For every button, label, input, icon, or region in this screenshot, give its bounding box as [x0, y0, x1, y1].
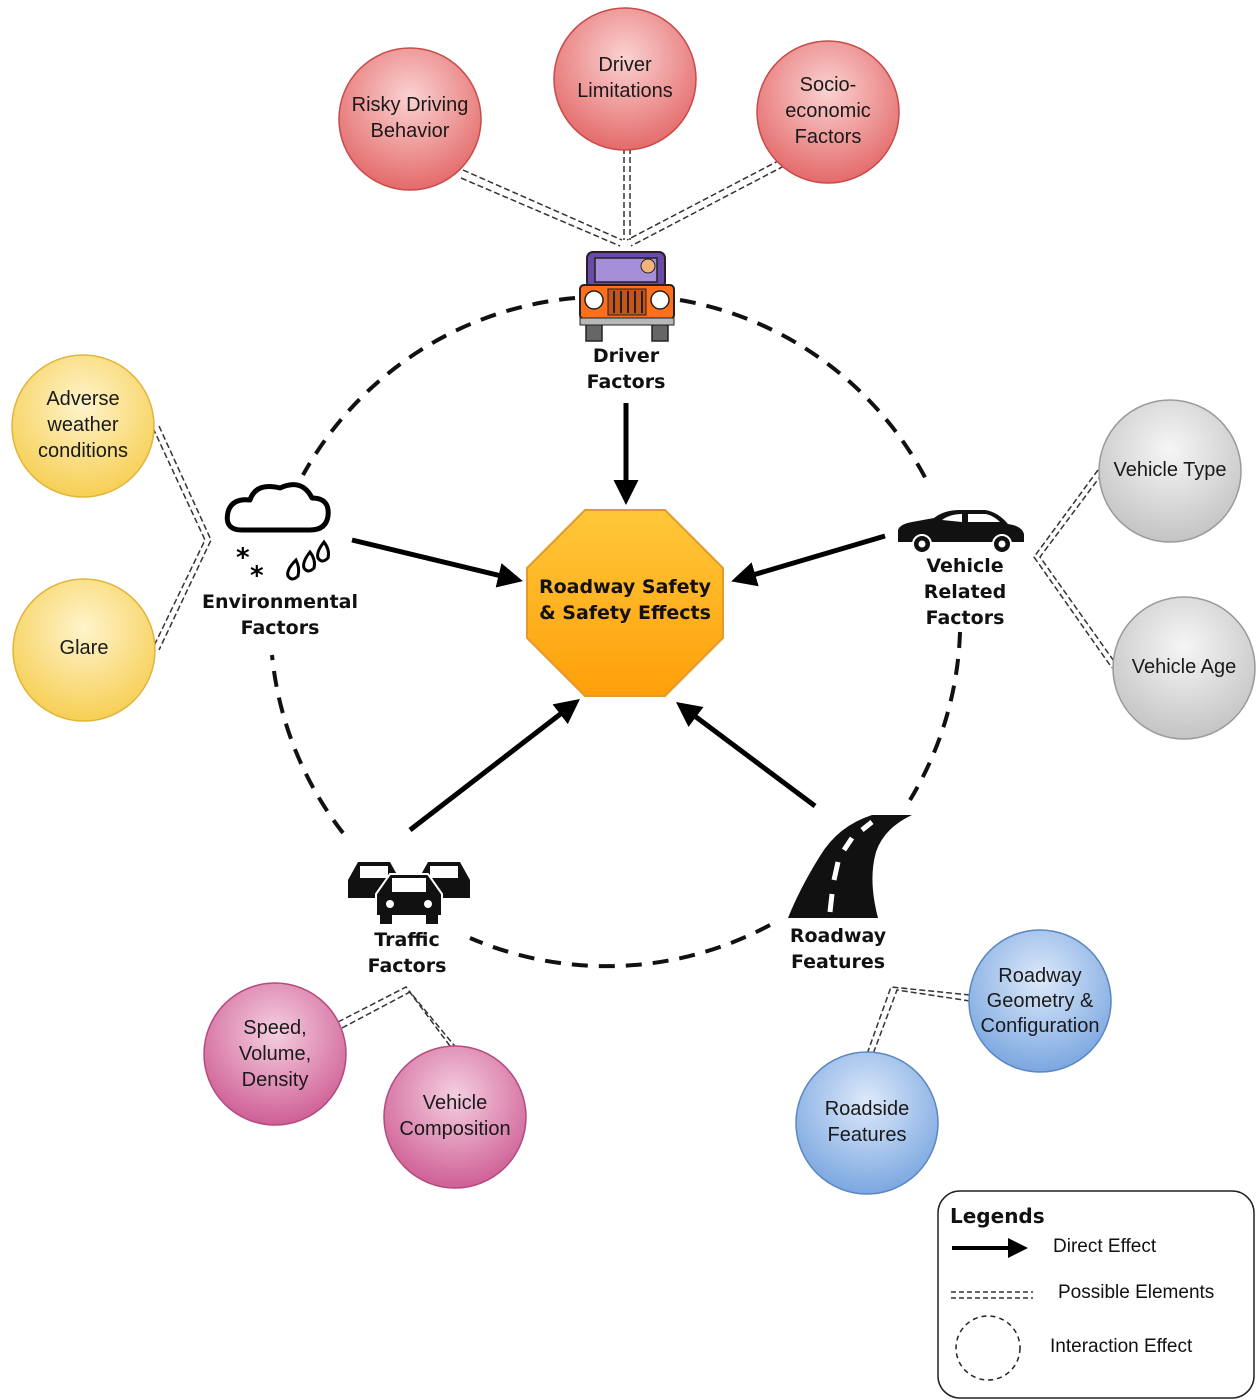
element-socio-economic-factors: Socio- economic Factors [756, 40, 900, 184]
hub-label-line1: Traffic [374, 929, 440, 951]
hub-label-line1: Driver [593, 345, 660, 367]
element-driver-limitations: Driver Limitations [553, 7, 697, 151]
element-label-line1: Speed, [243, 1017, 306, 1039]
car-icon [898, 510, 1024, 554]
element-label-line3: Density [242, 1069, 309, 1091]
hub-label-line1: Vehicle [926, 555, 1003, 577]
traffic-cars-icon [348, 862, 470, 924]
element-label-line1: Roadway [998, 965, 1081, 987]
element-adverse-weather: Adverse weather conditions [11, 354, 155, 498]
possible-element-connectors [152, 148, 1117, 1055]
svg-text:*: * [236, 543, 250, 573]
element-label-line2: Geometry & [987, 990, 1094, 1012]
element-label-line2: Features [828, 1124, 907, 1146]
legend-interaction-symbol [955, 1315, 1021, 1381]
legend-title: Legends [950, 1204, 1045, 1228]
hub-label-line1: Roadway [790, 925, 887, 947]
hub-label-line2: Factors [241, 617, 320, 639]
element-vehicle-composition: Vehicle Composition [383, 1045, 527, 1189]
element-label-line2: Limitations [577, 80, 673, 102]
hub-environmental-factors: * * Environmental Factors [202, 482, 358, 639]
hub-label-line3: Factors [926, 607, 1005, 629]
element-glare: Glare [12, 578, 156, 722]
element-label-line2: Behavior [371, 120, 450, 142]
center-label-line2: & Safety Effects [539, 602, 711, 624]
weather-cloud-icon: * * [224, 482, 331, 591]
hub-label-line2: Factors [587, 371, 666, 393]
hub-roadway-features: Roadway Features [788, 815, 912, 973]
element-label-line2: Volume, [239, 1043, 311, 1065]
legend-possible-elements-label: Possible Elements [1058, 1282, 1214, 1303]
element-label-line1: Glare [60, 637, 109, 659]
element-label-line2: economic [785, 100, 871, 122]
svg-text:*: * [250, 561, 264, 591]
hub-driver-factors: Driver Factors [579, 251, 675, 393]
legend-interaction-label: Interaction Effect [1050, 1336, 1193, 1357]
hub-vehicle-related-factors: Vehicle Related Factors [898, 510, 1024, 629]
legend-possible-elements-symbol [951, 1291, 1033, 1299]
legend-direct-effect-label: Direct Effect [1053, 1236, 1157, 1257]
legend: Legends Direct Effect Possible Elements … [937, 1190, 1255, 1399]
roadway-safety-center: Roadway Safety & Safety Effects [526, 509, 724, 697]
element-vehicle-age: Vehicle Age [1112, 596, 1256, 740]
element-label-line1: Risky Driving [352, 94, 469, 116]
element-speed-volume-density: Speed, Volume, Density [203, 982, 347, 1126]
element-label-line1: Vehicle Age [1132, 656, 1237, 678]
element-risky-driving-behavior: Risky Driving Behavior [338, 47, 482, 191]
element-roadway-geometry: Roadway Geometry & Configuration [968, 929, 1112, 1073]
direct-effect-arrows [351, 403, 886, 832]
jeep-driver-icon [579, 251, 675, 342]
hub-label-line2: Related [924, 581, 1006, 603]
element-vehicle-type: Vehicle Type [1098, 399, 1242, 543]
hub-label-line2: Features [791, 951, 885, 973]
element-label-line3: Factors [795, 126, 862, 148]
hub-traffic-factors: Traffic Factors [348, 862, 470, 977]
element-label-line3: Configuration [981, 1015, 1100, 1037]
road-icon [788, 815, 912, 918]
interaction-circle [270, 296, 962, 969]
element-label-line1: Vehicle Type [1113, 459, 1226, 481]
element-label-line2: weather [46, 414, 118, 436]
element-label-line2: Composition [399, 1118, 510, 1140]
element-label-line3: conditions [38, 440, 128, 462]
element-label-line1: Roadside [825, 1098, 910, 1120]
element-label-line1: Socio- [800, 74, 857, 96]
element-label-line1: Driver [598, 54, 652, 76]
element-roadside-features: Roadside Features [795, 1051, 939, 1195]
element-label-line1: Adverse [46, 388, 119, 410]
element-label-line1: Vehicle [423, 1092, 488, 1114]
hub-label-line1: Environmental [202, 591, 358, 613]
center-label-line1: Roadway Safety [539, 576, 712, 598]
hub-label-line2: Factors [368, 955, 447, 977]
